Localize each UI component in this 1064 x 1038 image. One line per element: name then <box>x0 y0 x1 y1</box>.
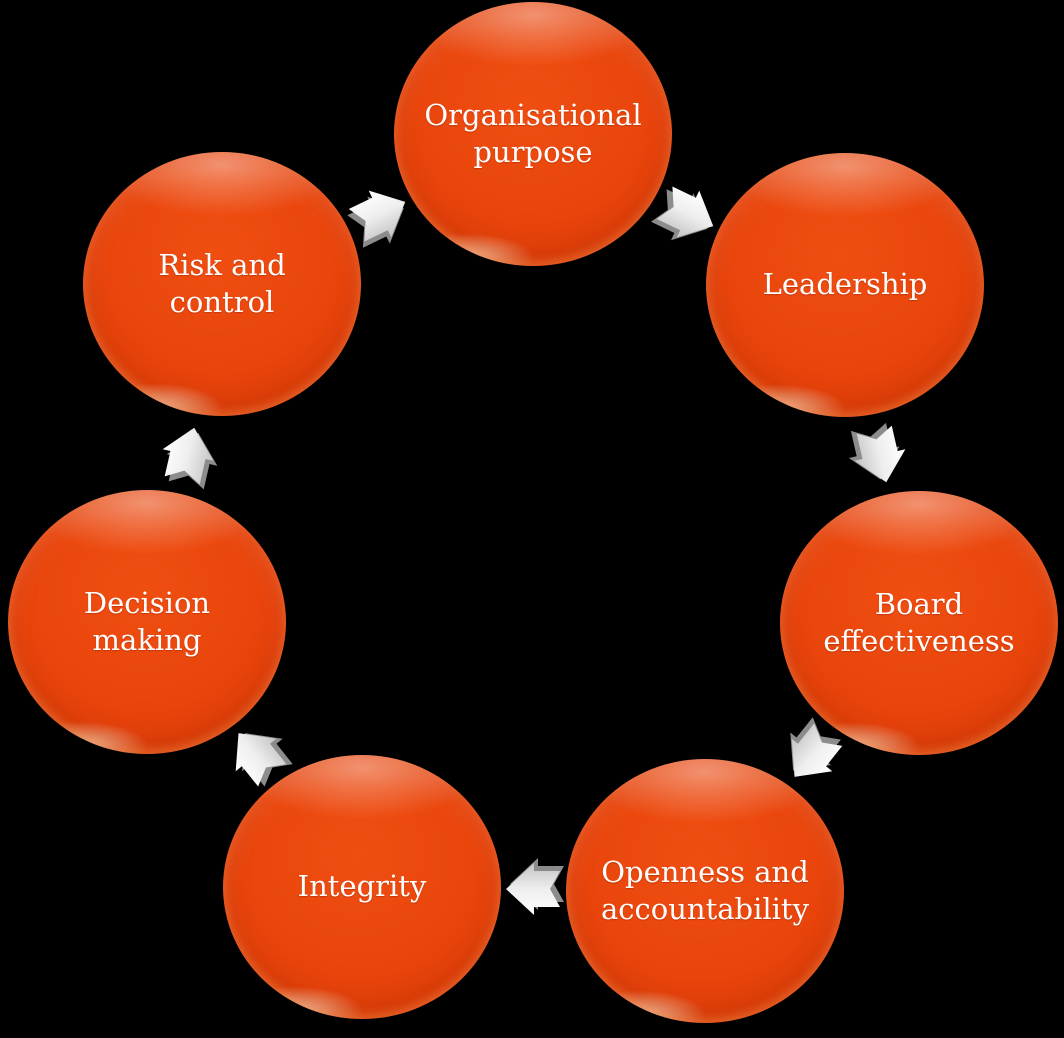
cycle-node-decision-making: Decision making <box>8 490 286 754</box>
cycle-node-organisational-purpose: Organisational purpose <box>394 2 672 266</box>
cycle-node-openness-and-accountability: Openness and accountability <box>566 759 844 1023</box>
cycle-node-label: Decision making <box>83 585 211 657</box>
arrow-icon-leadership-to-board <box>843 419 912 490</box>
cycle-node-integrity: Integrity <box>223 755 501 1019</box>
cycle-node-label: Organisational purpose <box>424 97 642 169</box>
cycle-node-label: Integrity <box>297 869 427 904</box>
cycle-node-label: Risk and control <box>158 247 286 319</box>
cycle-node-label: Leadership <box>762 267 928 302</box>
cycle-node-label: Openness and accountability <box>601 854 809 926</box>
cycle-node-risk-and-control: Risk and control <box>83 152 361 416</box>
arrow-icon-decision-to-risk <box>155 421 225 492</box>
arrow-icon-openness-to-integrity <box>506 858 564 915</box>
cycle-node-board-effectiveness: Board effectiveness <box>780 491 1058 755</box>
cycle-node-leadership: Leadership <box>706 153 984 417</box>
cycle-node-label: Board effectiveness <box>823 586 1015 658</box>
